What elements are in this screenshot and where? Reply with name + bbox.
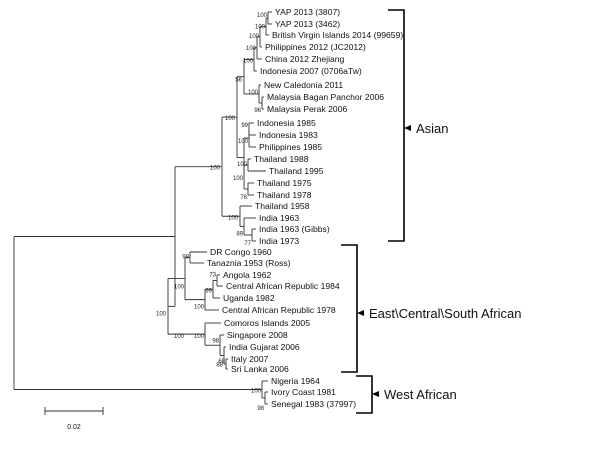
scale-bar (44, 407, 104, 415)
leaf-label: YAP 2013 (3807) (275, 7, 340, 17)
bootstrap-value: 98 (257, 406, 264, 412)
leaf-label: Indonesia 2007 (0706aTw) (260, 66, 362, 76)
leaf-label: Central African Republic 1984 (226, 281, 340, 291)
bootstrap-value: 100 (174, 334, 185, 340)
leaf-label: Angola 1962 (223, 270, 271, 280)
leaf-label: Thailand 1958 (255, 201, 310, 211)
leaf-label: Indonesia 1983 (259, 130, 318, 140)
bootstrap-labels: 100 100 100 100 100 96 100 56 99 100 100 78 100 100 77… (156, 13, 268, 412)
leaf-label: British Virgin Islands 2014 (99659) (272, 30, 403, 40)
bootstrap-value: 100 (194, 334, 205, 340)
leaf-label: Sri Lanka 2006 (231, 364, 289, 374)
leaf-label: Nigeria 1964 (271, 376, 320, 386)
bootstrap-value: 100 (228, 215, 239, 221)
bootstrap-value: 100 (257, 13, 268, 19)
bootstrap-value: 100 (233, 176, 244, 182)
leaf-label: India 1963 (259, 213, 299, 223)
west-african-clade-label: West African (384, 387, 457, 402)
bootstrap-value: 100 (246, 46, 257, 52)
leaf-label: India 1963 (Gibbs) (259, 224, 330, 234)
bootstrap-value: 98 (212, 338, 219, 344)
leaf-label: Uganda 1982 (223, 293, 275, 303)
west-african-bracket (356, 375, 379, 414)
bootstrap-value: 88 (216, 363, 223, 369)
leaf-label: DR Congo 1960 (210, 247, 272, 257)
bootstrap-value: 100 (194, 305, 205, 311)
bootstrap-value: 77 (244, 241, 251, 247)
leaf-label: Thailand 1995 (269, 166, 324, 176)
bootstrap-value: 100 (249, 34, 260, 40)
leaf-label: Central African Republic 1978 (222, 305, 336, 315)
bootstrap-value: 100 (238, 139, 249, 145)
bootstrap-value: 100 (210, 166, 221, 172)
leaf-label: China 2012 Zhejiang (265, 54, 345, 64)
bootstrap-value: 99 (182, 255, 189, 261)
bootstrap-value: 100 (237, 162, 248, 168)
leaf-label: Italy 2007 (231, 354, 268, 364)
bootstrap-value: 96 (254, 108, 261, 114)
leaf-label: Philippines 2012 (JC2012) (265, 42, 366, 52)
leaf-label: Comoros Islands 2005 (224, 318, 310, 328)
bootstrap-value: 100 (156, 311, 167, 317)
ecsa-bracket (341, 244, 364, 373)
leaf-label: Philippines 1985 (259, 142, 322, 152)
bootstrap-value: 99 (241, 123, 248, 129)
leaf-label: YAP 2013 (3462) (275, 19, 340, 29)
leaf-label: India Gujarat 2006 (229, 342, 300, 352)
asian-bracket (388, 9, 411, 242)
bootstrap-value: 100 (174, 285, 185, 291)
bootstrap-value: 78 (240, 195, 247, 201)
bootstrap-value: 100 (251, 389, 262, 395)
scale-bar-label: 0.02 (67, 424, 81, 431)
bootstrap-value: 100 (255, 25, 266, 31)
leaf-label: Thailand 1978 (257, 190, 312, 200)
leaf-label: Senegal 1983 (37997) (271, 399, 356, 409)
bootstrap-value: 89 (236, 232, 243, 238)
bootstrap-value: 68 (218, 359, 225, 365)
leaf-label: Malaysia Perak 2006 (267, 104, 347, 114)
leaf-label: Tanaznia 1953 (Ross) (207, 258, 291, 268)
leaf-label: Indonesia 1985 (257, 118, 316, 128)
leaf-label: Thailand 1988 (254, 154, 309, 164)
bootstrap-value: 73 (209, 273, 216, 279)
leaf-label: India 1973 (259, 236, 299, 246)
leaf-label: Singapore 2008 (227, 330, 288, 340)
leaf-labels: YAP 2013 (3807) YAP 2013 (3462)British Vi… (207, 7, 403, 409)
leaf-label: New Caledonia 2011 (264, 80, 343, 90)
asian-clade-label: Asian (416, 121, 449, 136)
leaf-label: Malaysia Bagan Panchor 2006 (267, 92, 384, 102)
tree-branches (13, 11, 272, 405)
leaf-label: Thailand 1975 (257, 178, 312, 188)
bootstrap-value: 100 (225, 116, 236, 122)
bootstrap-value: 99 (205, 288, 212, 294)
bootstrap-value: 56 (235, 78, 242, 84)
leaf-label: Ivory Coast 1981 (271, 387, 336, 397)
bootstrap-value: 100 (248, 90, 259, 96)
bootstrap-value: 100 (243, 58, 254, 64)
ecsa-clade-label: East\Central\South African (369, 306, 521, 321)
